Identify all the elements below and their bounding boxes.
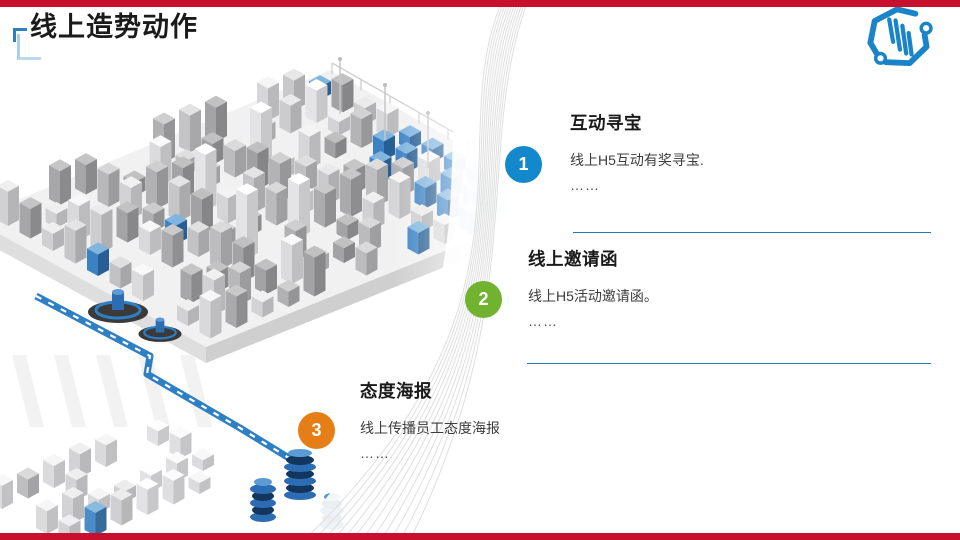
hexagon-logo-icon [867, 6, 933, 67]
top-accent-bar [0, 0, 960, 7]
step-3-ellipsis: …… [360, 445, 390, 461]
step-1-badge: 1 [505, 146, 542, 183]
step-3-badge: 3 [298, 412, 335, 449]
step-2-badge: 2 [465, 281, 502, 318]
bottom-accent-bar [0, 533, 960, 540]
divider-line [573, 232, 931, 233]
title-bracket-icon [13, 28, 27, 42]
step-1-body: 线上H5互动有奖寻宝. [570, 152, 704, 168]
title-block: 线上造势动作 [13, 10, 198, 60]
divider-line [527, 363, 931, 364]
step-1-text: 互动寻宝 线上H5互动有奖寻宝. …… [570, 110, 940, 193]
title-bracket-icon [17, 34, 41, 60]
step-3-body: 线上传播员工态度海报 [360, 420, 500, 436]
step-2-ellipsis: …… [528, 313, 558, 329]
step-3-heading: 态度海报 [360, 381, 432, 401]
step-2-heading: 线上邀请函 [528, 249, 618, 269]
step-2-text: 线上邀请函 线上H5活动邀请函。 …… [528, 246, 898, 329]
page-title: 线上造势动作 [30, 12, 198, 42]
step-1-ellipsis: …… [570, 177, 600, 193]
step-3-text: 态度海报 线上传播员工态度海报 …… [360, 378, 730, 461]
step-2-body: 线上H5活动邀请函。 [528, 288, 658, 304]
step-1-heading: 互动寻宝 [570, 113, 642, 133]
